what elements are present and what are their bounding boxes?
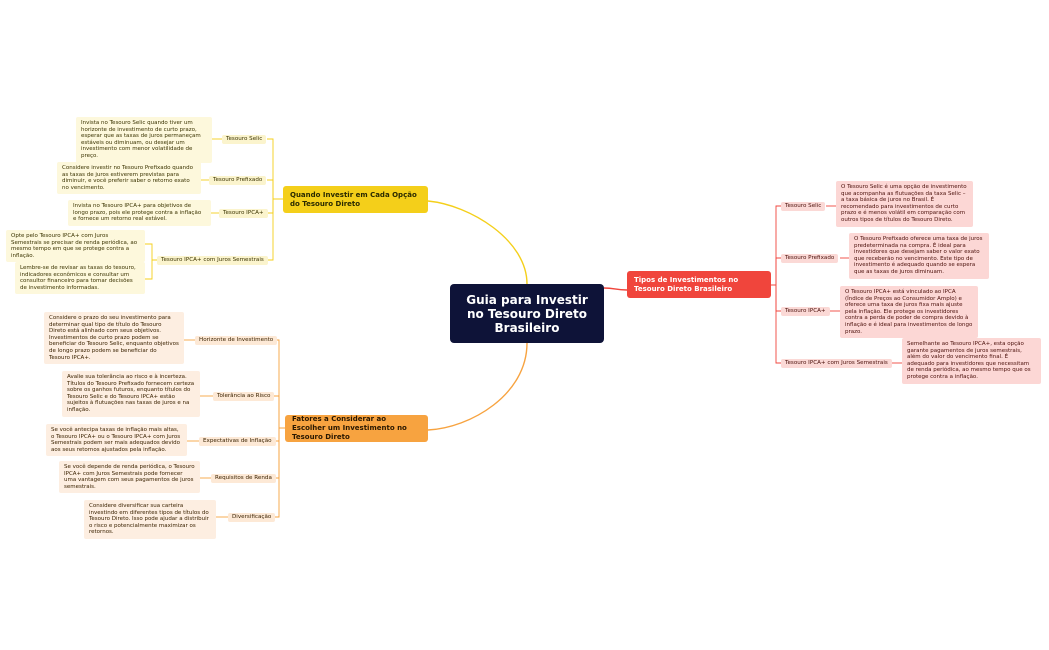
- note-quando-tesouro-prefixado: Considere investir no Tesouro Prefixado …: [57, 162, 201, 195]
- branch-fatores[interactable]: Fatores a Considerar ao Escolher um Inve…: [285, 415, 428, 442]
- note-tipos-tesouro-ipca: O Tesouro IPCA+ está vinculado ao IPCA (…: [840, 286, 978, 339]
- branch-quando-investir[interactable]: Quando Investir em Cada Opção do Tesouro…: [283, 186, 428, 213]
- note-quando-ipca-semestrais-2: Lembre-se de revisar as taxas do tesouro…: [15, 262, 145, 295]
- subtopic-expectativas-inflacao[interactable]: Expectativas de Inflação: [199, 437, 276, 446]
- subtopic-quando-tesouro-selic[interactable]: Tesouro Selic: [222, 135, 267, 144]
- subtopic-tipos-tesouro-prefixado[interactable]: Tesouro Prefixado: [781, 254, 839, 263]
- subtopic-horizonte-investimento[interactable]: Horizonte de Investimento: [195, 336, 278, 345]
- subtopic-requisitos-renda[interactable]: Requisitos de Renda: [211, 474, 276, 483]
- note-tipos-tesouro-selic: O Tesouro Selic é uma opção de investime…: [836, 181, 973, 227]
- subtopic-tolerancia-risco[interactable]: Tolerância ao Risco: [213, 392, 275, 401]
- note-expectativas-inflacao: Se você antecipa taxas de inflação mais …: [46, 424, 187, 457]
- subtopic-quando-tesouro-prefixado[interactable]: Tesouro Prefixado: [209, 176, 267, 185]
- note-quando-tesouro-ipca: Invista no Tesouro IPCA+ para objetivos …: [68, 200, 211, 226]
- subtopic-quando-ipca-juros-semestrais[interactable]: Tesouro IPCA+ com Juros Semestrais: [157, 256, 268, 265]
- note-diversificacao: Considere diversificar sua carteira inve…: [84, 500, 216, 539]
- note-tipos-tesouro-prefixado: O Tesouro Prefixado oferece uma taxa de …: [849, 233, 989, 279]
- subtopic-diversificacao[interactable]: Diversificação: [228, 513, 276, 522]
- branch-tipos[interactable]: Tipos de Investimentos no Tesouro Direto…: [627, 271, 771, 298]
- note-tolerancia-risco: Avalie sua tolerância ao risco e à incer…: [62, 371, 200, 417]
- root-topic[interactable]: Guia para Investir no Tesouro Direto Bra…: [450, 284, 604, 343]
- note-requisitos-renda: Se você depende de renda periódica, o Te…: [59, 461, 200, 494]
- note-quando-ipca-semestrais-1: Opte pelo Tesouro IPCA+ com Juros Semest…: [6, 230, 145, 263]
- note-horizonte-investimento: Considere o prazo do seu investimento pa…: [44, 312, 184, 365]
- subtopic-tipos-tesouro-ipca[interactable]: Tesouro IPCA+: [781, 307, 830, 316]
- subtopic-quando-tesouro-ipca[interactable]: Tesouro IPCA+: [219, 209, 268, 218]
- subtopic-tipos-ipca-juros-semestrais[interactable]: Tesouro IPCA+ com Juros Semestrais: [781, 359, 892, 368]
- note-quando-tesouro-selic: Invista no Tesouro Selic quando tiver um…: [76, 117, 212, 163]
- subtopic-tipos-tesouro-selic[interactable]: Tesouro Selic: [781, 202, 826, 211]
- note-tipos-ipca-juros-semestrais: Semelhante ao Tesouro IPCA+, esta opção …: [902, 338, 1041, 384]
